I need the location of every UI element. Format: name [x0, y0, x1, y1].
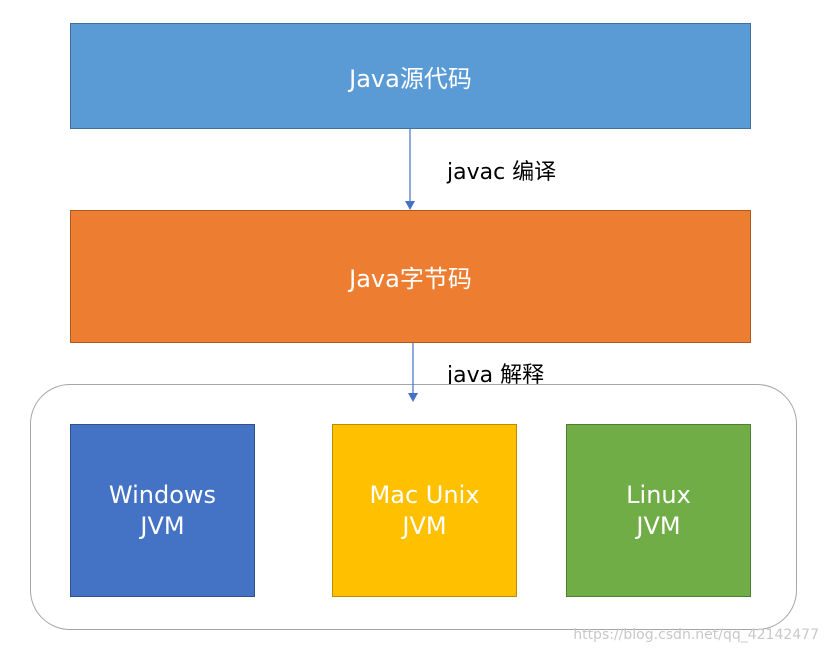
- compile-arrow: [405, 129, 415, 210]
- linux-jvm-label: JVM: [636, 511, 681, 540]
- java-source-code-box: Java源代码: [70, 23, 751, 129]
- mac-unix-jvm-os-label: Mac Unix: [369, 480, 480, 509]
- java-bytecode-label: Java字节码: [349, 265, 472, 293]
- linux-jvm-box: Linux JVM: [566, 424, 751, 597]
- windows-jvm-label: JVM: [140, 511, 185, 540]
- java-bytecode-box: Java字节码: [70, 210, 751, 343]
- javac-compile-label: javac 编译: [447, 160, 557, 185]
- mac-unix-jvm-box: Mac Unix JVM: [332, 424, 517, 597]
- java-interpret-label: java 解释: [447, 363, 545, 388]
- java-source-code-label: Java源代码: [349, 64, 472, 93]
- mac-unix-jvm-label: JVM: [402, 511, 447, 540]
- watermark: https://blog.csdn.net/qq_42142477: [573, 627, 819, 643]
- windows-jvm-os-label: Windows: [108, 480, 217, 509]
- linux-jvm-os-label: Linux: [626, 480, 691, 509]
- windows-jvm-box: Windows JVM: [70, 424, 255, 597]
